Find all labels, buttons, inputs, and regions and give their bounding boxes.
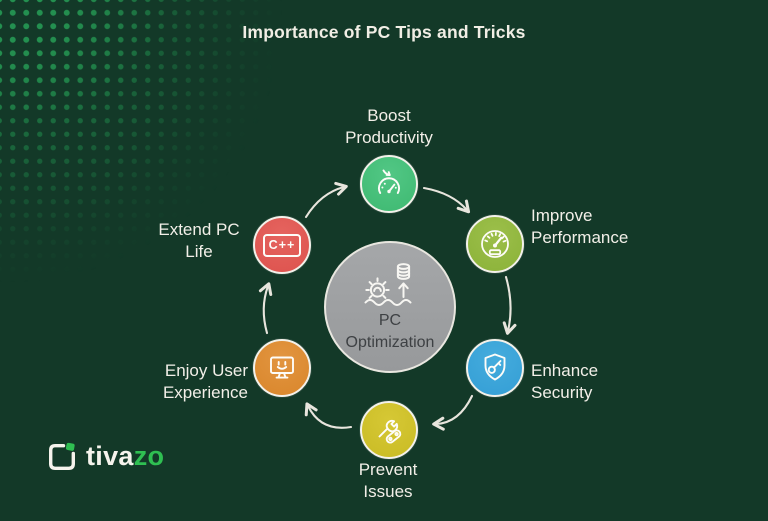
arrow-prevent-to-enjoy: [304, 402, 353, 429]
arrow-boost-to-improve: [422, 186, 471, 214]
node-enhance-security: [466, 339, 524, 397]
label-extend-pc-life: Extend PC Life: [158, 220, 240, 262]
logo-text-green: zo: [133, 441, 165, 471]
tivazo-logo-icon: [49, 442, 75, 470]
node-prevent-issues: [360, 401, 418, 459]
node-boost-productivity: [360, 155, 418, 213]
dot-pattern-corner-decoration: [0, 0, 188, 113]
node-extend-pc-life: C++: [253, 216, 311, 274]
label-enjoy-user-experience: Enjoy User Experience: [162, 361, 248, 403]
gauge-arrow-icon: [378, 169, 400, 194]
wrench-tools-icon: [378, 419, 402, 444]
center-node-label: PC Optimization: [345, 312, 435, 351]
label-boost-productivity: Boost Productivity: [345, 106, 433, 148]
node-enjoy-user-experience: [253, 339, 311, 397]
label-improve-performance: Improve Performance: [531, 206, 629, 248]
label-enhance-security: Enhance Security: [531, 361, 599, 403]
tivazo-logo-text: tivazo: [86, 441, 164, 472]
arrow-extend-to-boost: [304, 181, 348, 219]
optimization-gear-database-icon: [364, 263, 412, 307]
label-prevent-issues: Prevent Issues: [358, 460, 418, 502]
cpp-badge-icon: C++: [262, 233, 302, 257]
tivazo-logo: tivazo: [47, 441, 164, 472]
page-title: Importance of PC Tips and Tricks: [242, 22, 526, 42]
node-improve-performance: [466, 215, 524, 273]
arrow-enjoy-to-extend: [258, 282, 273, 335]
center-node-pc-optimization: PC Optimization: [324, 241, 456, 373]
speedometer-icon: [481, 230, 509, 258]
happy-monitor-icon: [270, 356, 294, 379]
shield-key-icon: [484, 353, 506, 381]
logo-text-white: tiva: [86, 441, 134, 471]
arrow-improve-to-enhance: [502, 275, 517, 335]
arrow-enhance-to-prevent: [432, 394, 474, 431]
